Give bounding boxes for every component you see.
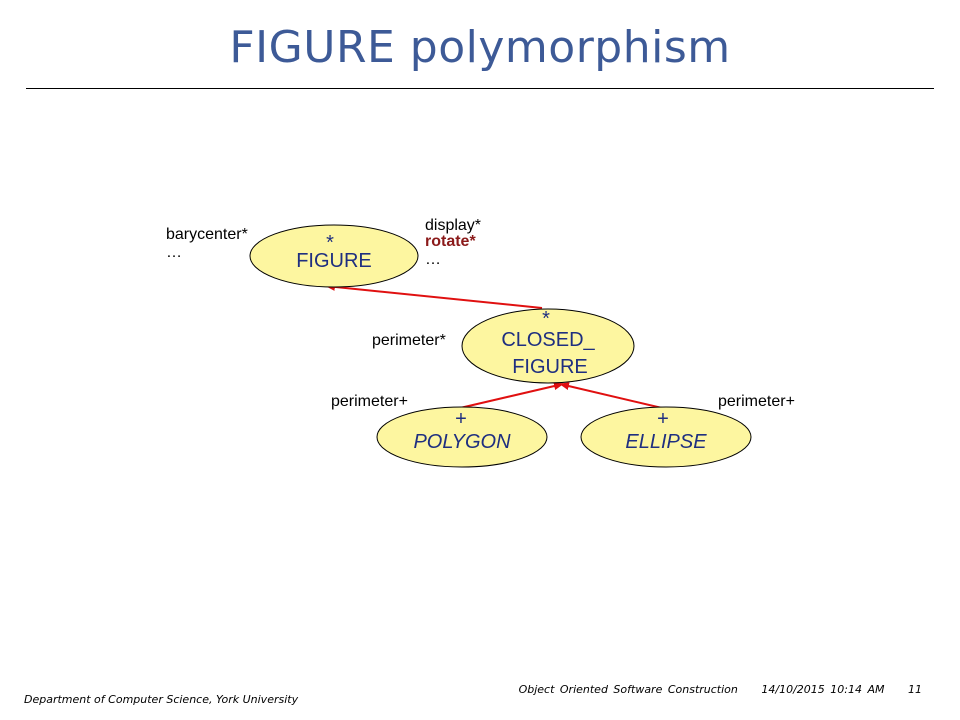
feature-perimeter-ellipse: perimeter+ [718,393,795,410]
node-ellipse-shape [580,406,752,468]
feature-rotate: rotate* [425,233,476,250]
node-closed-figure-name-line2: FIGURE [512,356,588,378]
node-closed-figure-marker: * [542,308,550,330]
node-polygon-name: POLYGON [413,431,511,453]
node-polygon-marker: + [455,408,467,430]
node-polygon: + POLYGON [376,406,548,468]
footer-course: Object Oriented Software Construction [518,683,738,696]
node-ellipse: + ELLIPSE [580,406,752,468]
footer-department: Department of Computer Science, York Uni… [24,693,299,706]
feature-ellipsis-left: … [166,244,182,261]
node-figure-shape [249,224,419,288]
feature-barycenter: barycenter* [166,226,248,243]
node-figure-name: FIGURE [296,250,372,272]
arrow-closed-figure-to-figure [325,282,543,309]
slide-title: FIGURE polymorphism [229,22,731,73]
footer-page-number: 11 [908,683,922,696]
feature-perimeter-polygon: perimeter+ [331,393,408,410]
feature-perimeter-deferred: perimeter* [372,332,446,349]
footer-datetime: 14/10/2015 10:14 AM [761,683,885,696]
node-closed-figure-shape [461,308,635,384]
footer-info: Object Oriented Software Construction 14… [519,683,922,696]
node-closed-figure: * CLOSED_ FIGURE [461,308,635,384]
feature-display: display* [425,217,481,234]
arrow-polygon-to-closed-figure [459,382,564,409]
feature-ellipsis-right: … [425,251,441,268]
node-polygon-shape [376,406,548,468]
node-ellipse-marker: + [657,408,669,430]
node-figure: * FIGURE [249,224,419,288]
node-ellipse-name: ELLIPSE [625,431,707,453]
node-figure-marker: * [326,232,334,254]
node-closed-figure-name-line1: CLOSED_ [501,329,595,351]
arrow-ellipse-to-closed-figure [559,382,663,409]
title-divider [26,88,934,89]
